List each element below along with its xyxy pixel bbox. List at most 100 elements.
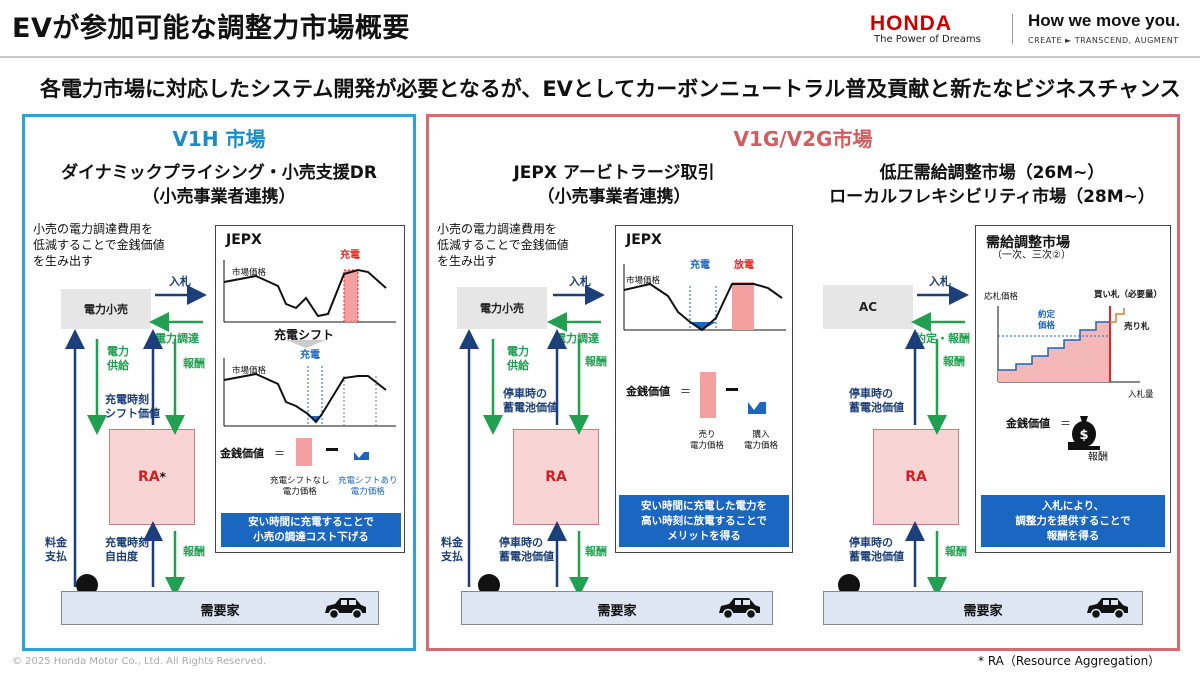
v2g-b-bid-label: 入札 xyxy=(929,275,951,288)
v2g-a-supply-line-1: 電力 xyxy=(507,345,529,358)
v2g-b-bid-volume-label: 入札量 xyxy=(1128,390,1154,400)
v1h-note-line-2: 小売の調達コスト下げる xyxy=(253,531,369,543)
v2g-a-desc-line-2: 低減することで金銭価値 xyxy=(437,238,569,252)
car-icon xyxy=(325,598,366,620)
v2g-a-storage-value-label: 停車時の 蓄電池価値 xyxy=(503,387,558,415)
v1h-shift-arrow-label: 充電シフト xyxy=(274,328,335,342)
v2g-a-money-label: 金銭価値 xyxy=(626,385,670,398)
slogan-sub: CREATE ► TRANSCEND, AUGMENT xyxy=(1028,36,1179,45)
header-rule xyxy=(0,56,1200,58)
v1h-arrows xyxy=(65,285,207,597)
v1h-desc-line-2: 低減することで金銭価値 xyxy=(33,238,165,252)
v2g-b-note: 入札により、 調整力を提供することで 報酬を得る xyxy=(981,495,1165,547)
v2g-a-supply-line-2: 供給 xyxy=(507,359,529,372)
v1h-supply-line-2: 供給 xyxy=(107,359,129,372)
v1h-chart-graphics xyxy=(223,260,396,466)
footer-copyright: © 2025 Honda Motor Co., Ltd. All Rights … xyxy=(12,656,267,667)
v1h-ra-mark: * xyxy=(159,470,166,484)
v2g-b-note-line-3: 報酬を得る xyxy=(1046,529,1100,542)
v2g-a-retailer-box: 電力小売 xyxy=(457,287,547,329)
car-icon xyxy=(719,598,760,620)
v1h-freedom-line-1: 充電時刻 xyxy=(105,536,149,549)
v2g-a-chart-title: JEPX xyxy=(626,232,662,248)
v2g-a-consumer-label: 需要家 xyxy=(597,604,637,619)
v2g-b-eq: ＝ xyxy=(1060,417,1071,430)
v2g-b-storage-value-label: 停車時の 蓄電池価値 xyxy=(849,387,904,415)
v2g-b-storage2-line-1: 停車時の xyxy=(849,536,893,549)
v2g-b-chart-title: 需給調整市場 xyxy=(986,235,1070,251)
v2g-a-heading-line-1: JEPX アービトラージ取引 xyxy=(513,163,715,183)
v2g-a-storage-line-2: 蓄電池価値 xyxy=(503,401,558,414)
v2g-a-reward2-label: 報酬 xyxy=(585,545,607,558)
honda-tagline: The Power of Dreams xyxy=(874,34,981,45)
v1h-shift-value-label: 充電時刻 シフト価値 xyxy=(105,393,160,421)
v2g-b-reward-label: 報酬 xyxy=(943,355,965,368)
v2g-b-money-label: 金銭価値 xyxy=(1006,417,1050,430)
v1h-supply-label: 電力 供給 xyxy=(107,345,129,373)
v2g-b-buy-bid-label: 買い札（必要量） xyxy=(1094,290,1163,300)
v1h-no-shift-line-2: 電力価格 xyxy=(282,487,317,497)
v1h-ra-box: RA* xyxy=(109,429,195,525)
v2g-a-consumer-box: 需要家 xyxy=(461,591,773,625)
v2g-b-contract-price-label: 約定 価格 xyxy=(1038,310,1055,332)
v2g-a-description: 小売の電力調達費用を 低減することで金銭価値 を生み出す xyxy=(437,221,569,269)
v2g-b-reward2-label: 報酬 xyxy=(945,545,967,558)
v1h-heading-line-2: （小売事業者連携） xyxy=(142,187,296,207)
v2g-b-chart-graphics: $ xyxy=(997,306,1140,450)
v1h-reward2-label: 報酬 xyxy=(183,545,205,558)
v2g-b-contract-price-line-2: 価格 xyxy=(1038,321,1056,331)
v1h-charge-label: 充電 xyxy=(340,250,360,261)
v1h-with-shift-line-2: 電力価格 xyxy=(350,487,385,497)
v1h-heading: ダイナミックプライシング・小売支援DR （小売事業者連携） xyxy=(25,161,413,209)
v2g-a-supply-label: 電力 供給 xyxy=(507,345,529,373)
money-bag-icon: $ xyxy=(1068,416,1100,450)
v1h-jepx-chart: JEPX 市場価格 充電 充電シフト 市場価格 充電 金銭価値 ＝ 充電シフトな… xyxy=(215,225,405,553)
v1h-shift-value-line-2: シフト価値 xyxy=(105,407,160,420)
v1h-note-line-1: 安い時間に充電することで xyxy=(248,516,374,528)
v1h-fee-line-1: 料金 xyxy=(45,536,67,549)
v2g-panel-title: V1G/V2G市場 xyxy=(733,127,873,151)
v2g-b-arrows xyxy=(905,285,969,597)
v2g-b-storage-line-1: 停車時の xyxy=(849,387,893,400)
v1h-fee-label: 料金 支払 xyxy=(45,536,67,564)
v1h-reward-label: 報酬 xyxy=(183,357,205,370)
v2g-b-storage-line-2: 蓄電池価値 xyxy=(849,401,904,414)
v2g-a-discharge-label: 放電 xyxy=(734,260,754,271)
footer-note: * RA（Resource Aggregation） xyxy=(978,654,1161,668)
v2g-b-contract-price-line-1: 約定 xyxy=(1038,310,1056,320)
v2g-a-note: 安い時間に充電した電力を 高い時刻に放電することで メリットを得る xyxy=(619,495,789,547)
v2g-a-storage2-line-1: 停車時の xyxy=(499,536,543,549)
v2g-a-note-line-3: メリットを得る xyxy=(667,529,741,542)
v2g-a-storage2-line-2: 蓄電池価値 xyxy=(499,550,554,563)
v1h-panel: V1H 市場 ダイナミックプライシング・小売支援DR （小売事業者連携） 小売の… xyxy=(22,114,416,651)
v1h-desc-line-1: 小売の電力調達費用を xyxy=(33,222,154,236)
v1h-market-price-label: 市場価格 xyxy=(232,268,267,278)
v2g-a-ra-box: RA xyxy=(513,429,599,525)
slogan: How we move you. xyxy=(1028,11,1181,30)
v1h-freedom-line-2: 自由度 xyxy=(105,550,138,563)
v1h-shift-value-line-1: 充電時刻 xyxy=(105,393,149,406)
v2g-a-eq: ＝ xyxy=(680,385,691,398)
v2g-b-contract-label: 約定・報酬 xyxy=(915,332,970,345)
v2g-a-buy-label: 購入 電力価格 xyxy=(744,430,778,452)
v1h-desc-line-3: を生み出す xyxy=(33,254,94,268)
v1h-bid-label: 入札 xyxy=(169,275,191,288)
v1h-fee-line-2: 支払 xyxy=(45,550,67,563)
v2g-a-buy-line-1: 購入 xyxy=(752,430,770,440)
honda-logo: HONDA xyxy=(870,12,952,35)
v1h-consumer-label: 需要家 xyxy=(200,604,240,619)
v2g-b-heading-line-1: 低圧需給調整市場（26M~） xyxy=(879,163,1105,183)
v1h-ra-label: RA xyxy=(138,469,160,485)
v2g-a-sell-line-1: 売り xyxy=(698,430,716,440)
v1h-no-shift-line-1: 充電シフトなし xyxy=(270,476,330,486)
v1h-market-price2-label: 市場価格 xyxy=(232,366,267,376)
v2g-a-buy-line-2: 電力価格 xyxy=(744,441,779,451)
v1h-heading-line-1: ダイナミックプライシング・小売支援DR xyxy=(61,163,377,183)
v2g-panel: V1G/V2G市場 JEPX アービトラージ取引 （小売事業者連携） 小売の電力… xyxy=(426,114,1180,651)
v2g-b-heading-line-2: ローカルフレキシビリティ市場（28M~） xyxy=(829,187,1155,207)
v2g-a-arrows xyxy=(459,285,605,597)
v2g-b-note-line-1: 入札により、 xyxy=(1041,499,1105,512)
v2g-a-sell-line-2: 電力価格 xyxy=(690,441,725,451)
v2g-a-bid-label: 入札 xyxy=(569,275,591,288)
v1h-chart-title: JEPX xyxy=(226,232,262,248)
